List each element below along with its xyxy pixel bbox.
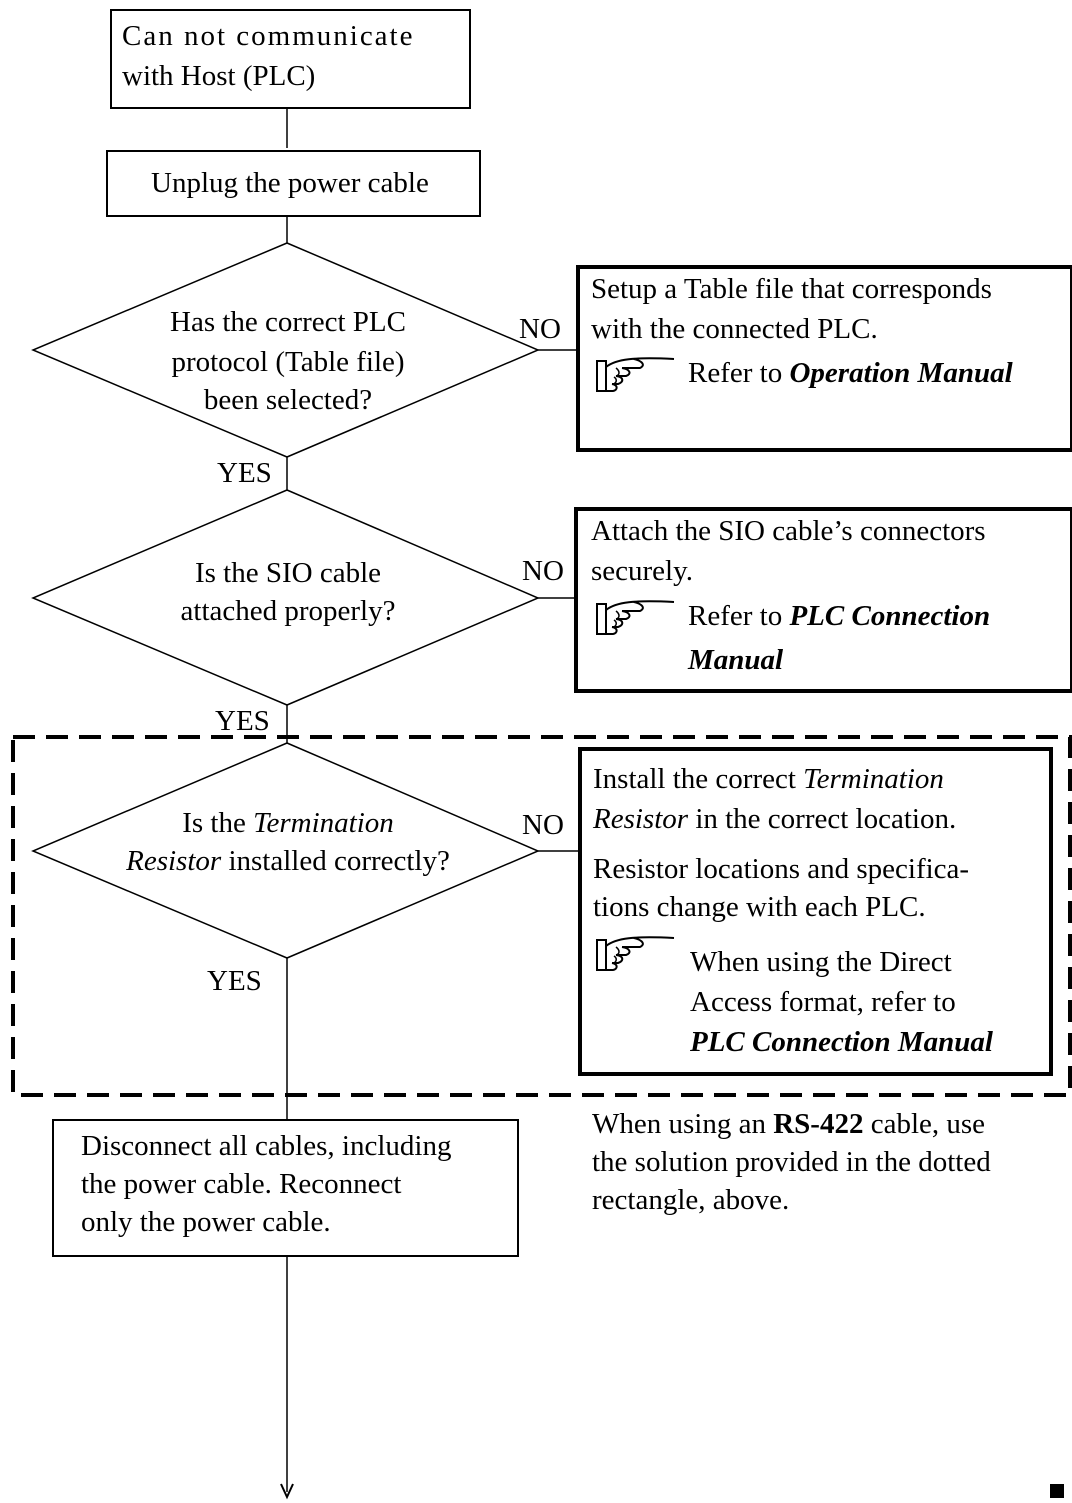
- q3-action-line4: tions change with each PLC.: [593, 891, 926, 923]
- decision-diamond-2: [31, 489, 540, 706]
- q1-action-line1: Setup a Table file that corresponds: [591, 273, 992, 305]
- start-box: [110, 9, 471, 109]
- q2-refer-line: Refer to PLC Connection: [688, 598, 990, 634]
- q3-line2: Resistor installed correctly?: [103, 843, 473, 879]
- q2-line2: attached properly?: [180, 595, 396, 627]
- q1-line1: Has the correct PLC: [170, 306, 406, 338]
- pointing-hand-icon: [596, 600, 675, 635]
- note-line1-bold: RS-422: [773, 1108, 864, 1140]
- start-line1: Can not communicate: [122, 20, 415, 52]
- q2-action-line1: Attach the SIO cable’s connectors: [591, 515, 986, 547]
- q3-action-box: [578, 747, 1053, 1076]
- q3-action-line2-suffix: in the correct location.: [688, 803, 957, 835]
- q2-action-line2: securely.: [591, 555, 693, 587]
- q2-line1: Is the SIO cable: [194, 557, 382, 589]
- start-line2: with Host (PLC): [122, 60, 316, 92]
- q3-no-label: NO: [522, 809, 564, 841]
- note-line1-suffix: cable, use: [863, 1108, 986, 1140]
- pointing-hand-icon: [596, 936, 675, 971]
- q3-action-line1-prefix: Install the correct: [593, 763, 804, 795]
- q1-refer-prefix: Refer to: [688, 357, 790, 389]
- q3-action-line5: When using the Direct: [690, 946, 952, 978]
- q2-yes-label: YES: [215, 705, 270, 737]
- note-line1: When using an RS-422 cable, use: [592, 1106, 985, 1142]
- q2-refer-manual-2: Manual: [688, 644, 784, 676]
- note-line3: rectangle, above.: [592, 1184, 790, 1216]
- q2-refer-prefix: Refer to: [688, 600, 790, 632]
- q1-no-label: NO: [519, 313, 561, 345]
- step-disconnect-box: [52, 1119, 519, 1257]
- q1-refer-manual: Operation Manual: [789, 357, 1013, 389]
- note-line1-prefix: When using an: [592, 1108, 774, 1140]
- page-corner-mark: [1050, 1484, 1064, 1498]
- q3-line1: Is the Termination: [103, 805, 473, 841]
- step-unplug-label: Unplug the power cable: [151, 167, 429, 199]
- q2-refer-manual-1: PLC Connection: [789, 600, 991, 632]
- rs422-dashed-region: [11, 735, 1072, 1097]
- q3-action-line1: Install the correct Termination: [593, 761, 944, 797]
- q2-refer-line2: Manual: [688, 642, 783, 678]
- step-unplug-box: [106, 150, 481, 217]
- step2-line1: Disconnect all cables, including: [81, 1130, 452, 1162]
- q2-action-box: [574, 507, 1072, 693]
- q1-line3: been selected?: [203, 384, 373, 416]
- q3-action-line2-italic: Resistor: [593, 803, 689, 835]
- q3-action-line6: Access format, refer to: [690, 986, 956, 1018]
- q3-line2-suffix: installed correctly?: [221, 845, 450, 877]
- pointing-hand-icon: [596, 357, 675, 392]
- q2-no-label: NO: [522, 555, 564, 587]
- decision-diamond-1: [31, 242, 540, 458]
- q3-line1-italic: Termination: [253, 807, 394, 839]
- q1-yes-label: YES: [217, 457, 272, 489]
- q3-action-line3: Resistor locations and specifica-: [593, 853, 970, 885]
- q1-line2: protocol (Table file): [171, 346, 405, 378]
- q3-line1-prefix: Is the: [182, 807, 254, 839]
- q3-action-line1-italic: Termination: [803, 763, 944, 795]
- down-arrowhead: [280, 1483, 294, 1500]
- q3-line2-italic: Resistor: [126, 845, 222, 877]
- step2-line3: only the power cable.: [81, 1206, 331, 1238]
- decision-diamond-3: [31, 742, 540, 959]
- q1-action-line2: with the connected PLC.: [591, 313, 878, 345]
- step2-line2: the power cable. Reconnect: [81, 1168, 402, 1200]
- q3-yes-label: YES: [207, 965, 262, 997]
- q3-action-line2: Resistor in the correct location.: [593, 801, 956, 837]
- q1-refer-line: Refer to Operation Manual: [688, 355, 1013, 391]
- q3-action-line7: PLC Connection Manual: [690, 1026, 993, 1058]
- note-line2: the solution provided in the dotted: [592, 1146, 991, 1178]
